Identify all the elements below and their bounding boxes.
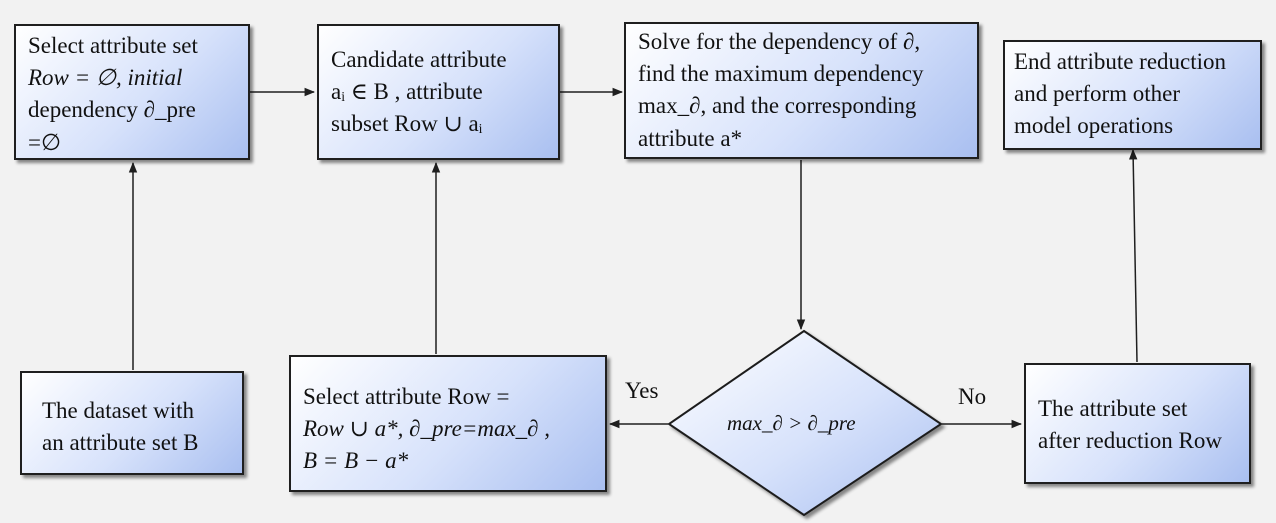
node-line: model operations — [1014, 113, 1174, 139]
decision-diamond — [667, 329, 943, 517]
decision-condition: max_∂ > ∂_pre — [727, 411, 856, 435]
node-line: subset Row ∪ aᵢ — [331, 111, 483, 137]
node-candidate-attribute: Candidate attribute aᵢ ∈ B , attribute s… — [317, 24, 560, 160]
arrow-reduced-to-end — [1128, 148, 1138, 363]
node-line: End attribute reduction — [1014, 49, 1227, 74]
node-line: Select attribute Row = — [303, 384, 510, 409]
node-line: aᵢ ∈ B , attribute — [331, 79, 483, 105]
node-line: max_∂, and the corresponding — [638, 93, 917, 119]
node-line: Solve for the dependency of ∂, — [638, 29, 921, 54]
edge-label-yes: Yes — [625, 378, 659, 403]
node-update-attributes: Select attribute Row = Row ∪ a*, ∂_pre=m… — [289, 355, 607, 492]
node-line: B = B − a* — [303, 448, 409, 474]
node-line: after reduction Row — [1038, 428, 1222, 454]
node-line: attribute a* — [638, 125, 743, 151]
node-line: dependency ∂_pre — [28, 97, 196, 123]
node-select-attribute-set: Select attribute set Row = ∅, initial de… — [14, 24, 250, 160]
edge-label-no: No — [958, 384, 987, 409]
node-reduced-attribute-set: The attribute set after reduction Row — [1024, 363, 1251, 484]
node-line: an attribute set B — [42, 430, 199, 456]
node-line: and perform other — [1014, 81, 1181, 107]
node-line: Row ∪ a*, ∂_pre=max_∂ , — [303, 416, 551, 442]
node-end-attribute-reduction: End attribute reduction and perform othe… — [1003, 40, 1262, 150]
node-line: The dataset with — [42, 398, 195, 423]
node-line: find the maximum dependency — [638, 61, 924, 87]
node-line: Row = ∅, initial — [28, 65, 183, 91]
node-line: =∅ — [28, 129, 62, 155]
node-line: The attribute set — [1038, 396, 1188, 421]
node-dataset: The dataset with an attribute set B — [20, 371, 244, 475]
node-line: Candidate attribute — [331, 47, 507, 72]
node-solve-dependency: Solve for the dependency of ∂, find the … — [624, 22, 979, 159]
node-line: Select attribute set — [28, 33, 198, 58]
